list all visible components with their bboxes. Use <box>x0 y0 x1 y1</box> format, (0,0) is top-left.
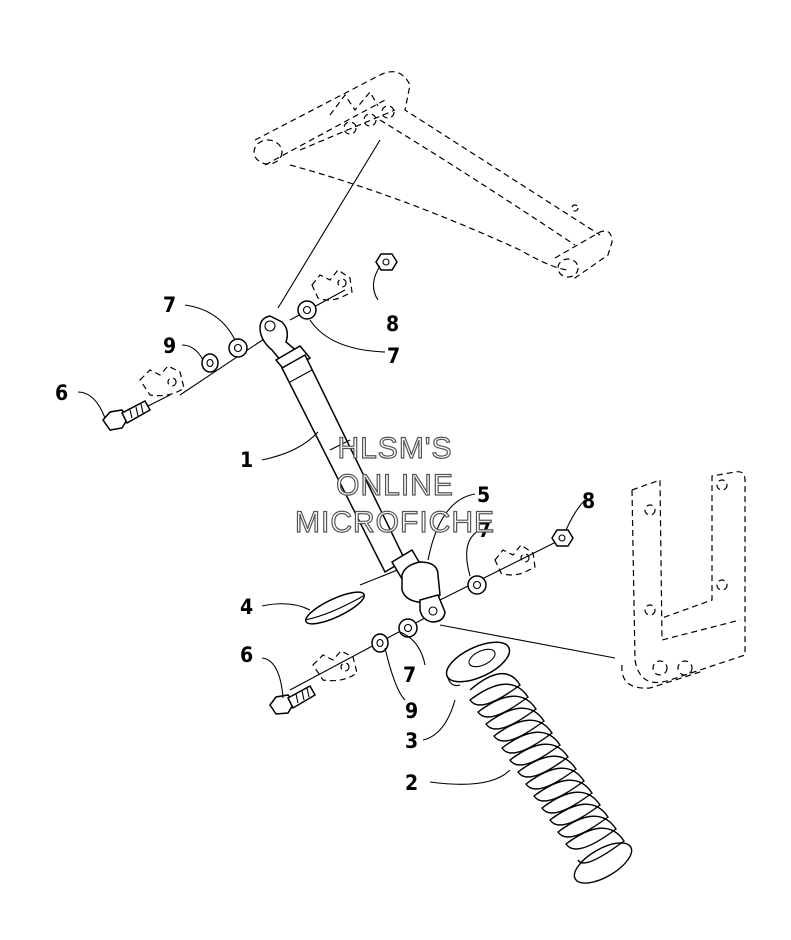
lower-washer-9 <box>371 633 389 653</box>
callout-4: 4 <box>240 595 253 619</box>
watermark-line-2: ONLINE <box>336 469 454 502</box>
upper-washer-7-right <box>297 300 317 320</box>
upper-hardware <box>102 253 398 431</box>
callout-8-lower: 8 <box>582 489 595 513</box>
lower-bolt <box>269 684 317 715</box>
callout-1: 1 <box>240 448 253 472</box>
callout-6-lower: 6 <box>240 643 253 667</box>
callout-7-lower: 7 <box>403 663 416 687</box>
upper-mount-ref <box>139 269 353 397</box>
upper-bolt <box>102 399 152 431</box>
lower-nut <box>551 529 574 547</box>
upper-washer-9 <box>201 353 219 373</box>
lower-hardware <box>269 529 574 715</box>
upper-a-arm <box>253 71 613 281</box>
callout-leaders <box>77 265 586 785</box>
callout-7-upper-right: 7 <box>387 344 400 368</box>
callout-8-upper: 8 <box>386 312 399 336</box>
spring-seat <box>445 641 511 687</box>
lower-washer-7-right <box>467 575 487 595</box>
callout-5: 5 <box>477 483 490 507</box>
shock-absorber <box>259 315 446 623</box>
upper-washer-7-left <box>228 338 248 358</box>
callout-2: 2 <box>405 771 418 795</box>
upper-nut <box>375 253 398 271</box>
lower-mount-ref <box>312 544 536 682</box>
callout-9-lower: 9 <box>405 699 418 723</box>
callout-labels: 1 2 3 4 5 6 6 7 7 7 7 8 8 9 9 <box>55 293 595 795</box>
callout-6-upper: 6 <box>55 381 68 405</box>
lower-bracket <box>621 471 746 689</box>
lower-washer-7-left <box>398 618 418 638</box>
callout-9-upper: 9 <box>163 334 176 358</box>
callout-7-lower-right: 7 <box>478 518 491 542</box>
watermark-line-1: HLSM'S <box>337 432 452 465</box>
spring-retainer <box>304 591 366 625</box>
coil-spring <box>469 672 633 884</box>
callout-7-upper-left: 7 <box>163 293 176 317</box>
callout-3: 3 <box>405 729 418 753</box>
watermark-line-3: MICROFICHE <box>295 506 495 539</box>
watermark: HLSM'S ONLINE MICROFICHE <box>294 431 495 539</box>
